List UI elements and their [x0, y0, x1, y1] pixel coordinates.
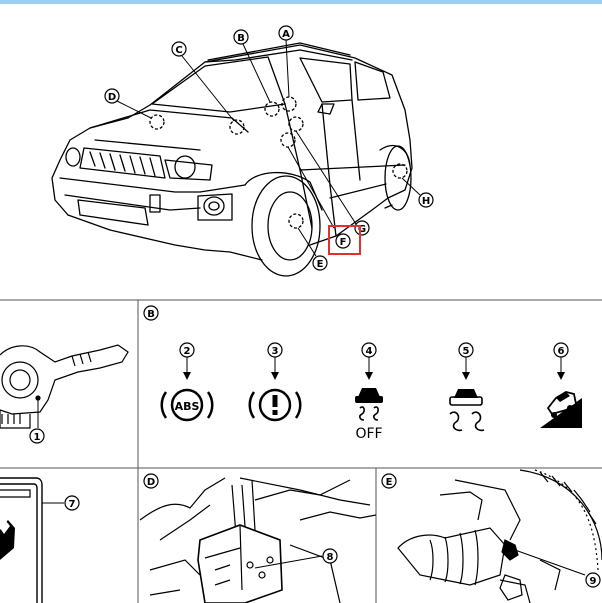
- item-5-badge: 5: [458, 342, 474, 380]
- svg-text:D: D: [108, 92, 116, 103]
- callout-f: F: [328, 225, 361, 255]
- item-3-badge: 3: [267, 342, 283, 380]
- item-7-badge: 7: [64, 495, 80, 511]
- item-1-badge: 1: [29, 428, 45, 444]
- svg-text:4: 4: [366, 346, 373, 357]
- svg-text:A: A: [282, 29, 290, 40]
- svg-text:E: E: [317, 259, 324, 270]
- panel-abs-actuator: [139, 477, 377, 603]
- panel-combination-switch: [0, 344, 129, 429]
- svg-text:F: F: [340, 237, 347, 248]
- locator-e: [288, 213, 304, 229]
- callout-badges: A B C D G F E H: [104, 25, 434, 271]
- locator-d: [149, 114, 165, 130]
- item-4-badge: 4: [361, 342, 377, 380]
- callout-d: D: [104, 88, 120, 104]
- callout-g: G: [354, 220, 370, 236]
- locator-c: [229, 119, 245, 135]
- callout-b: B: [233, 29, 249, 45]
- callout-e: E: [312, 255, 328, 271]
- panel-e-label: E: [381, 473, 397, 489]
- brake-warning-icon: [248, 388, 302, 422]
- item-6-badge: 6: [553, 342, 569, 380]
- callout-a: A: [278, 25, 294, 41]
- item-2-badge: 2: [179, 342, 195, 380]
- svg-text:7: 7: [69, 499, 76, 510]
- locator-g1: [288, 116, 304, 132]
- svg-text:C: C: [175, 45, 182, 56]
- svg-text:E: E: [386, 477, 393, 488]
- abs-warning-icon: ABS: [160, 388, 214, 422]
- top-accent-bar: [0, 0, 602, 4]
- panel-grid: [0, 299, 602, 603]
- svg-text:H: H: [422, 196, 430, 207]
- locator-h: [392, 163, 408, 179]
- svg-text:9: 9: [590, 576, 597, 587]
- vdc-off-icon: OFF: [355, 388, 383, 442]
- callout-h: H: [418, 192, 434, 208]
- svg-text:8: 8: [327, 552, 334, 563]
- callout-c: C: [171, 41, 187, 57]
- highlight-box: [328, 225, 361, 255]
- svg-text:B: B: [237, 33, 245, 44]
- indicator-numbers: 2 3 4 5 6: [179, 342, 569, 380]
- svg-text:5: 5: [463, 346, 470, 357]
- svg-text:1: 1: [34, 432, 41, 443]
- locator-b: [264, 101, 280, 117]
- panel-wheel-sensor: [397, 469, 602, 603]
- panel-b-label: B: [143, 305, 159, 321]
- svg-text:6: 6: [558, 346, 565, 357]
- slip-indicator-icon: [449, 389, 485, 432]
- svg-text:OFF: OFF: [355, 426, 382, 442]
- svg-text:2: 2: [184, 346, 191, 357]
- vehicle-illustration: [51, 42, 413, 277]
- svg-text:G: G: [358, 224, 366, 235]
- item-8-badge: 8: [322, 548, 338, 564]
- hill-descent-icon: [540, 391, 582, 428]
- svg-text:3: 3: [272, 346, 279, 357]
- item-9-badge: 9: [585, 572, 601, 588]
- leader-lines: [116, 39, 421, 257]
- panel-d-label: D: [143, 473, 159, 489]
- svg-text:D: D: [147, 477, 155, 488]
- svg-text:B: B: [147, 309, 155, 320]
- svg-text:ABS: ABS: [175, 400, 200, 413]
- panel-meter: [0, 477, 64, 603]
